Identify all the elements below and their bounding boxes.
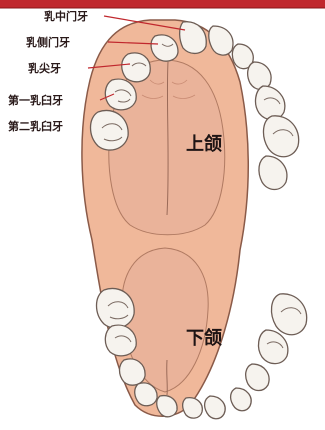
label-second-molar: 第二乳臼牙 [8, 119, 63, 133]
label-lateral-incisor: 乳侧门牙 [26, 35, 70, 49]
lower-anterior-right-2 [205, 396, 226, 419]
upper-first-molar-right [256, 86, 285, 120]
label-upper-jaw: 上颌 [186, 133, 222, 155]
label-canine: 乳尖牙 [28, 61, 61, 75]
label-central-incisor: 乳中门牙 [44, 9, 88, 23]
label-first-molar: 第一乳臼牙 [8, 93, 63, 107]
lower-central-incisor-right [183, 398, 203, 418]
upper-central-incisor-left [180, 22, 207, 54]
lower-canine-right [246, 364, 269, 391]
upper-second-molar-right [263, 116, 298, 157]
label-lower-jaw: 下颌 [186, 327, 222, 349]
upper-canine-left [122, 53, 151, 82]
lower-midline [167, 360, 168, 395]
lower-first-molar-right [259, 330, 288, 364]
lower-lateral-incisor-right [231, 388, 252, 411]
top-red-band [0, 0, 325, 8]
lower-second-molar-right [271, 294, 306, 335]
lower-canine-left [120, 359, 146, 385]
upper-posterior-right [259, 156, 287, 190]
upper-canine-right [248, 62, 271, 90]
